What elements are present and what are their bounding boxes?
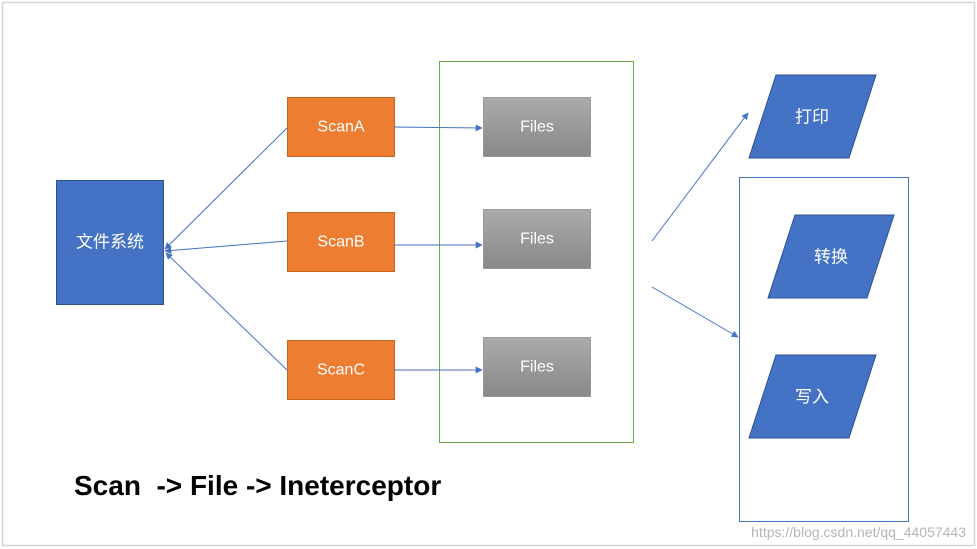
arrow-files-to-interceptor-container xyxy=(651,286,739,338)
scan-a-node: ScanA xyxy=(287,97,395,157)
diagram-caption: Scan -> File -> Ineterceptor xyxy=(74,470,441,501)
scan-c-box xyxy=(287,340,395,400)
watermark-url: https://blog.csdn.net/qq_44057443 xyxy=(751,524,966,540)
scan-b-label: ScanB xyxy=(317,234,364,251)
watermark-text: https://blog.csdn.net/qq_44057443 xyxy=(751,524,966,540)
scan-b-box xyxy=(287,212,395,272)
arrow-scan-a-to-filesystem xyxy=(164,127,288,250)
files-node-2: Files xyxy=(483,209,591,269)
files-box-2 xyxy=(483,209,591,269)
filesystem-box xyxy=(56,180,164,305)
convert-label: 转换 xyxy=(814,248,848,267)
files-label-2: Files xyxy=(520,231,554,248)
files-node-3: Files xyxy=(483,337,591,397)
print-shape xyxy=(748,74,877,159)
write-node: 写入 xyxy=(748,354,877,439)
scan-a-box xyxy=(287,97,395,157)
scan-b-node: ScanB xyxy=(287,212,395,272)
scan-c-node: ScanC xyxy=(287,340,395,400)
print-label: 打印 xyxy=(795,108,829,127)
arrow-files-to-print xyxy=(651,112,749,242)
files-box-3 xyxy=(483,337,591,397)
scan-c-label: ScanC xyxy=(317,362,365,379)
filesystem-label: 文件系统 xyxy=(76,233,144,252)
files-label-3: Files xyxy=(520,359,554,376)
interceptor-container xyxy=(739,177,909,522)
convert-node: 转换 xyxy=(767,214,895,299)
files-box-1 xyxy=(483,97,591,157)
scan-a-label: ScanA xyxy=(317,119,364,136)
write-shape xyxy=(748,354,877,439)
arrow-scan-b-to-filesystem xyxy=(164,240,288,254)
convert-shape xyxy=(767,214,895,299)
write-label: 写入 xyxy=(795,388,829,407)
print-node: 打印 xyxy=(748,74,877,159)
arrow-scan-a-to-files xyxy=(393,124,483,132)
filesystem-node: 文件系统 xyxy=(56,180,164,305)
files-node-1: Files xyxy=(483,97,591,157)
files-label-1: Files xyxy=(520,119,554,136)
files-container xyxy=(439,61,634,443)
arrow-scan-c-to-filesystem xyxy=(165,252,288,371)
